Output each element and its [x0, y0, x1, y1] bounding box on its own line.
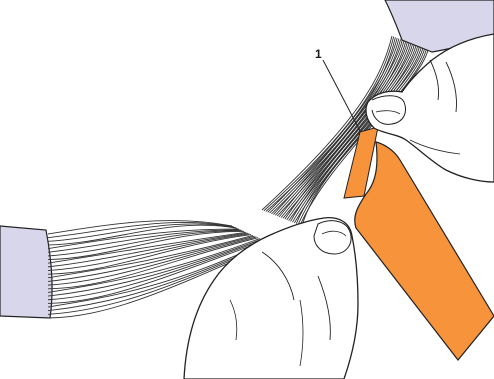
callout-label: 1 [315, 47, 322, 61]
wire-strand [48, 224, 235, 241]
wire-strand [48, 235, 251, 275]
cable-jacket-left [0, 226, 52, 318]
